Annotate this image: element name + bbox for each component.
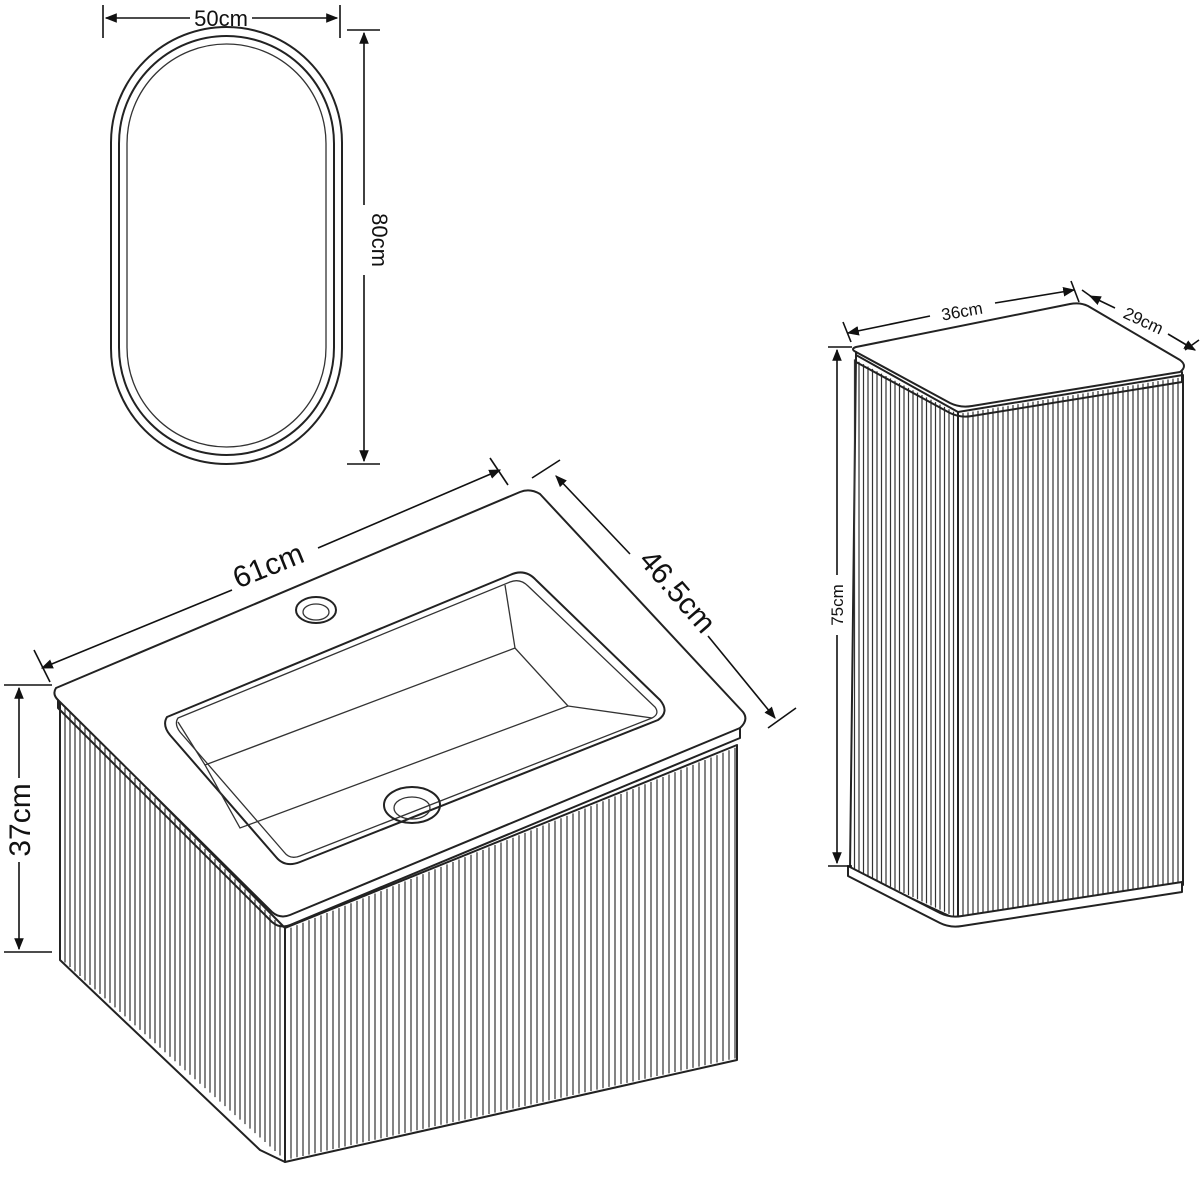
cabinet-front-flutes <box>962 377 1179 918</box>
vanity-height-label: 37cm <box>4 783 37 856</box>
tall-cabinet <box>847 302 1185 928</box>
mirror-width-label: 50cm <box>194 6 248 31</box>
mirror-height-label: 80cm <box>367 213 392 267</box>
cabinet-width-label: 36cm <box>940 299 984 325</box>
cabinet-side-flutes <box>853 359 955 916</box>
vanity-height-dimension: 37cm <box>4 684 52 953</box>
cabinet-height-label: 75cm <box>828 584 847 626</box>
vanity-unit <box>53 489 747 1163</box>
oval-mirror <box>110 26 343 465</box>
mirror-height-dimension: 80cm <box>347 29 392 465</box>
vanity-front-flutes <box>290 747 736 1159</box>
mirror-width-dimension: 50cm <box>102 5 341 38</box>
cabinet-height-dimension: 75cm <box>828 346 852 867</box>
vanity-side-flutes <box>64 707 281 1156</box>
